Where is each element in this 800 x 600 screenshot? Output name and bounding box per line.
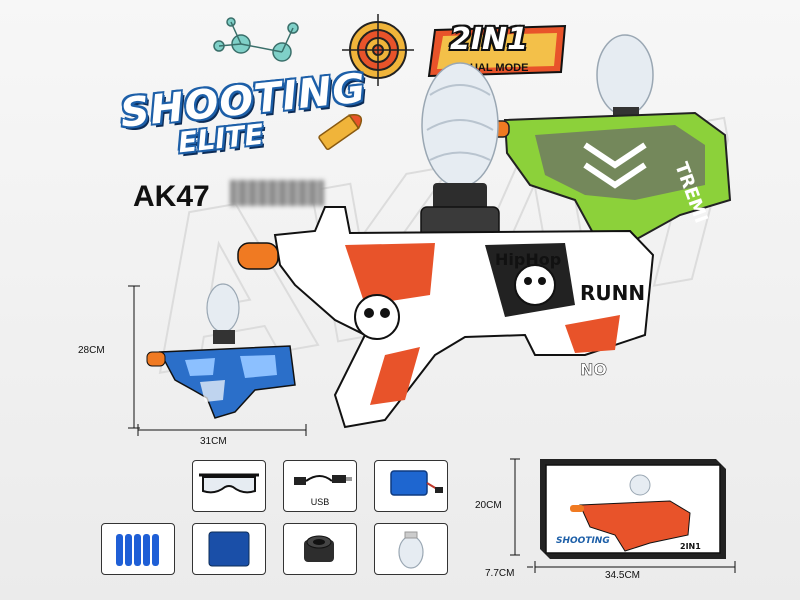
svg-text:HipHop: HipHop — [495, 250, 561, 269]
accessory-foam-darts — [101, 523, 175, 575]
accessory-goggles — [192, 460, 266, 512]
molecule-icon — [213, 17, 299, 62]
box-logo-text: SHOOTING — [556, 536, 610, 546]
target-icon — [342, 14, 414, 86]
badge-title: 2IN1 — [450, 22, 529, 57]
main-gun: HipHop RUNN NO — [237, 62, 655, 429]
gel-beads-icon — [208, 531, 250, 567]
gun-width-label: 31CM — [200, 436, 227, 447]
box-dimension-lines — [510, 458, 736, 573]
blue-gun — [146, 283, 296, 419]
ammo-bottle-icon — [398, 531, 424, 569]
accessory-ammo-bottle — [374, 523, 448, 575]
box-width-label: 34.5CM — [605, 570, 641, 581]
box-badge-text: 2IN1 — [680, 542, 701, 551]
retail-box: SHOOTING 2IN1 — [540, 459, 726, 559]
bottle-adapter-icon — [304, 535, 334, 562]
svg-text:NO: NO — [580, 360, 607, 379]
gun-height-label: 28CM — [78, 345, 105, 356]
box-depth-label: 7.7CM — [485, 568, 515, 579]
foam-darts-icon — [116, 534, 159, 566]
goggles-icon — [199, 473, 259, 494]
usb-cable-icon — [294, 475, 352, 485]
battery-icon — [390, 470, 443, 496]
censored-model-code — [230, 180, 324, 206]
bullet-icon — [318, 114, 363, 151]
box-height-label: 20CM — [475, 500, 502, 511]
svg-text:RUNN: RUNN — [580, 281, 645, 305]
gun-dimension-lines — [128, 285, 307, 436]
usb-label: USB — [310, 497, 330, 507]
model-name: AK47 — [133, 180, 210, 213]
accessory-bottle-adapter — [283, 523, 357, 575]
accessory-usb-cable: USB — [283, 460, 357, 512]
accessory-gel-beads — [192, 523, 266, 575]
accessory-battery — [374, 460, 448, 512]
